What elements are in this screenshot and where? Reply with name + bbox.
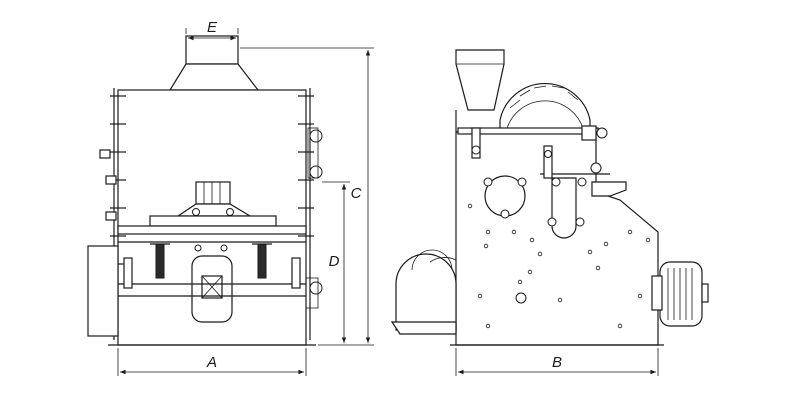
drain-plug — [515, 292, 527, 304]
side-view — [390, 49, 709, 346]
front-dimensions: E A C D — [117, 19, 374, 376]
inlet-neck — [185, 35, 239, 65]
right-knobs — [305, 127, 323, 309]
dim-label-B: B — [552, 354, 562, 371]
dim-label-C: C — [351, 185, 362, 202]
right-tabs — [298, 95, 314, 237]
rotor-cap — [195, 181, 231, 205]
side-hopper — [455, 49, 505, 111]
front-view — [87, 35, 323, 346]
inlet-hopper — [168, 63, 260, 91]
side-motor-right — [659, 261, 703, 327]
dim-label-D: D — [329, 253, 340, 270]
left-housing — [87, 245, 119, 337]
dim-label-A: A — [206, 354, 217, 371]
side-dimensions: B — [455, 348, 659, 376]
springs — [150, 243, 272, 279]
cross-beam — [117, 225, 307, 235]
dim-label-E: E — [207, 19, 218, 36]
rotor-drum — [499, 83, 591, 132]
housing-bolts — [467, 203, 651, 329]
oblong-port — [551, 177, 577, 239]
side-motor-left — [395, 253, 457, 331]
